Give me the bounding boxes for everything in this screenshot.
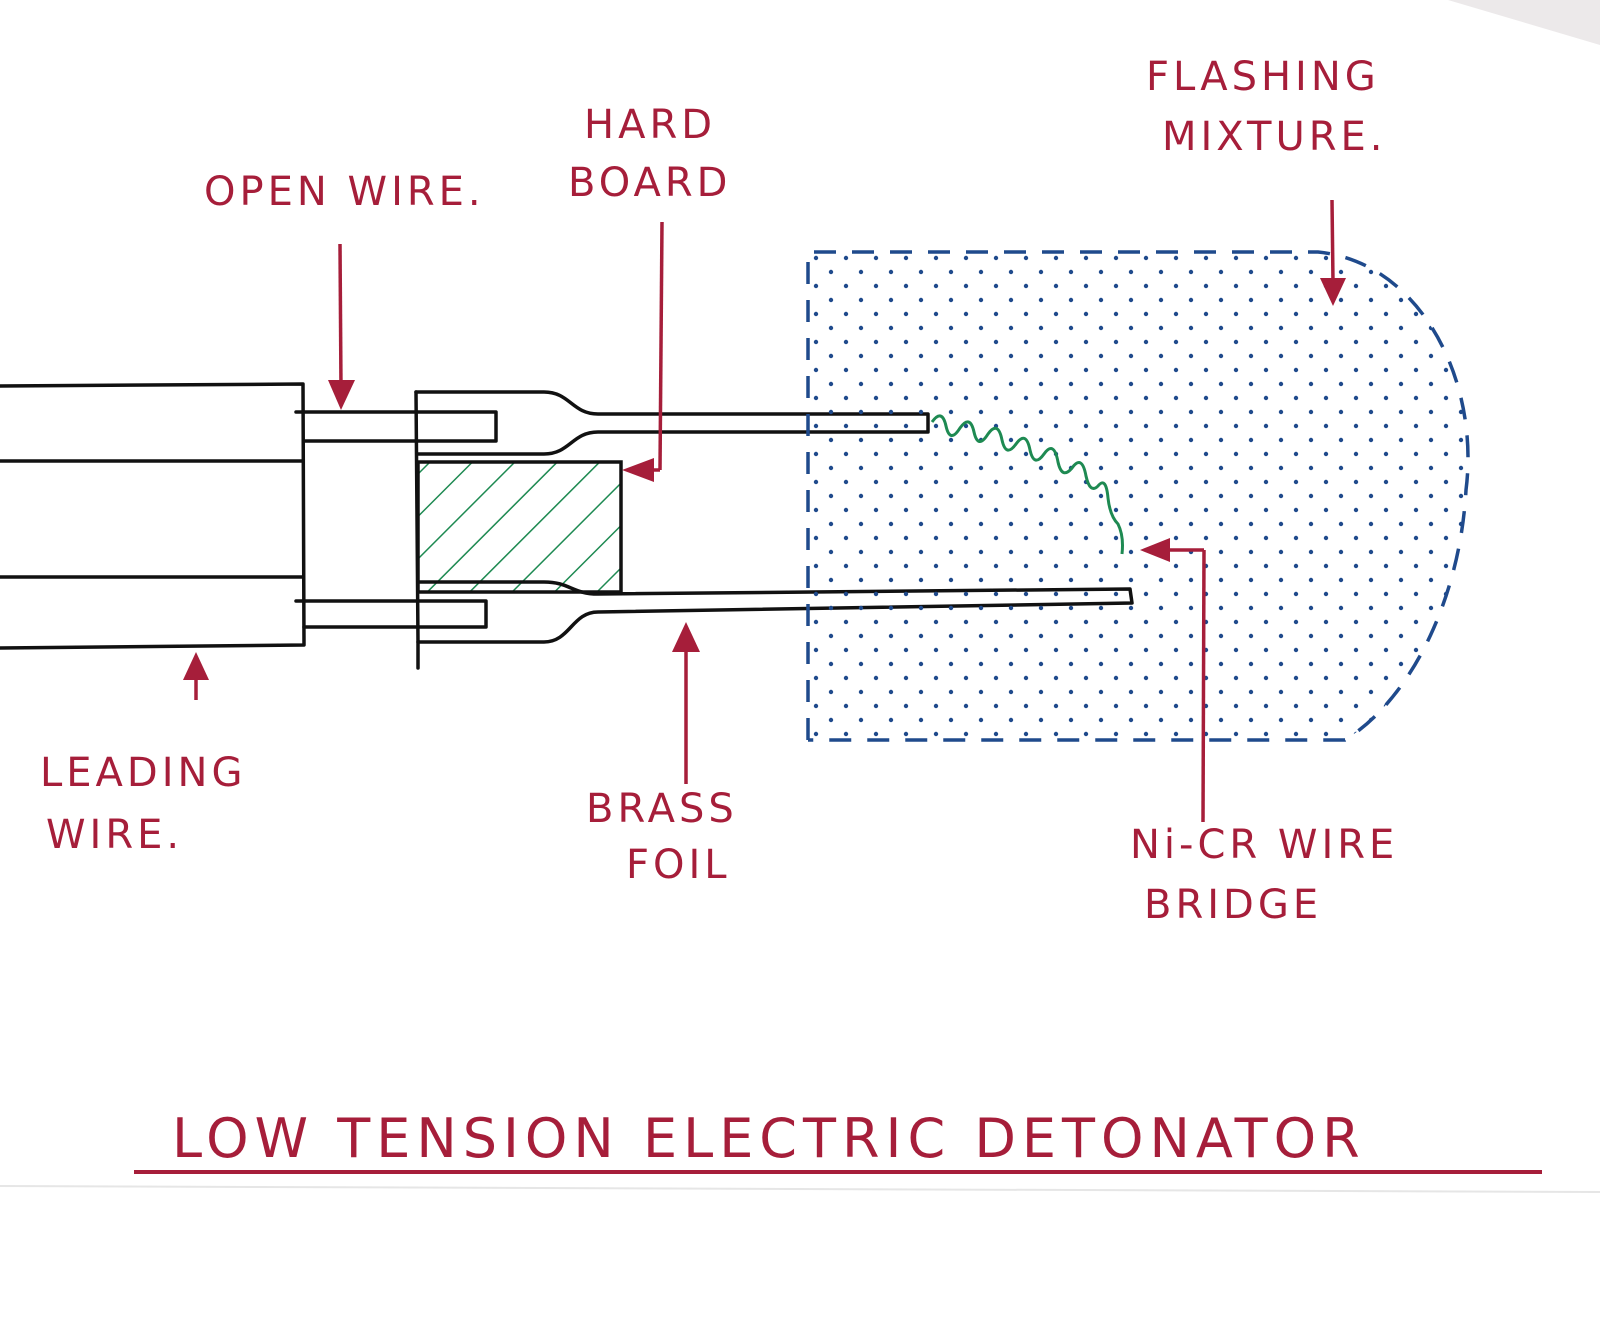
open-wire bbox=[294, 410, 498, 629]
flashing-mixture bbox=[806, 250, 1470, 742]
leading-wire-body bbox=[0, 382, 306, 650]
paper-fold bbox=[0, 1185, 1600, 1193]
brass-foil-label-line1: BRASS bbox=[586, 786, 738, 832]
nicr-bridge-label-line1: Ni-CR WIRE bbox=[1130, 822, 1398, 868]
hard-board-arrow bbox=[622, 221, 664, 482]
nicr-bridge-coil bbox=[930, 414, 1124, 555]
flashing-mixture-label-line1: FLASHING bbox=[1146, 54, 1380, 100]
leading-wire-label-line2: WIRE. bbox=[46, 812, 183, 858]
hard-board-label-line1: HARD bbox=[584, 102, 716, 148]
hard-board bbox=[416, 460, 623, 594]
diagram-title: LOW TENSION ELECTRIC DETONATOR bbox=[172, 1107, 1366, 1170]
open-wire-label: OPEN WIRE. bbox=[204, 169, 485, 215]
leading-wire-label-line1: LEADING bbox=[40, 750, 246, 796]
open-wire-arrow bbox=[328, 243, 355, 410]
flashing-mixture-arrow bbox=[1320, 199, 1346, 306]
nicr-bridge-label-line2: BRIDGE bbox=[1144, 882, 1322, 928]
brass-foil-label-line2: FOIL bbox=[626, 842, 731, 888]
nicr-bridge-arrow bbox=[1140, 538, 1206, 823]
leading-wire-arrow bbox=[183, 652, 209, 700]
flashing-mixture-label-line2: MIXTURE. bbox=[1162, 114, 1387, 160]
hard-board-label-line2: BOARD bbox=[568, 160, 731, 206]
brass-foil-arrow bbox=[672, 622, 700, 784]
